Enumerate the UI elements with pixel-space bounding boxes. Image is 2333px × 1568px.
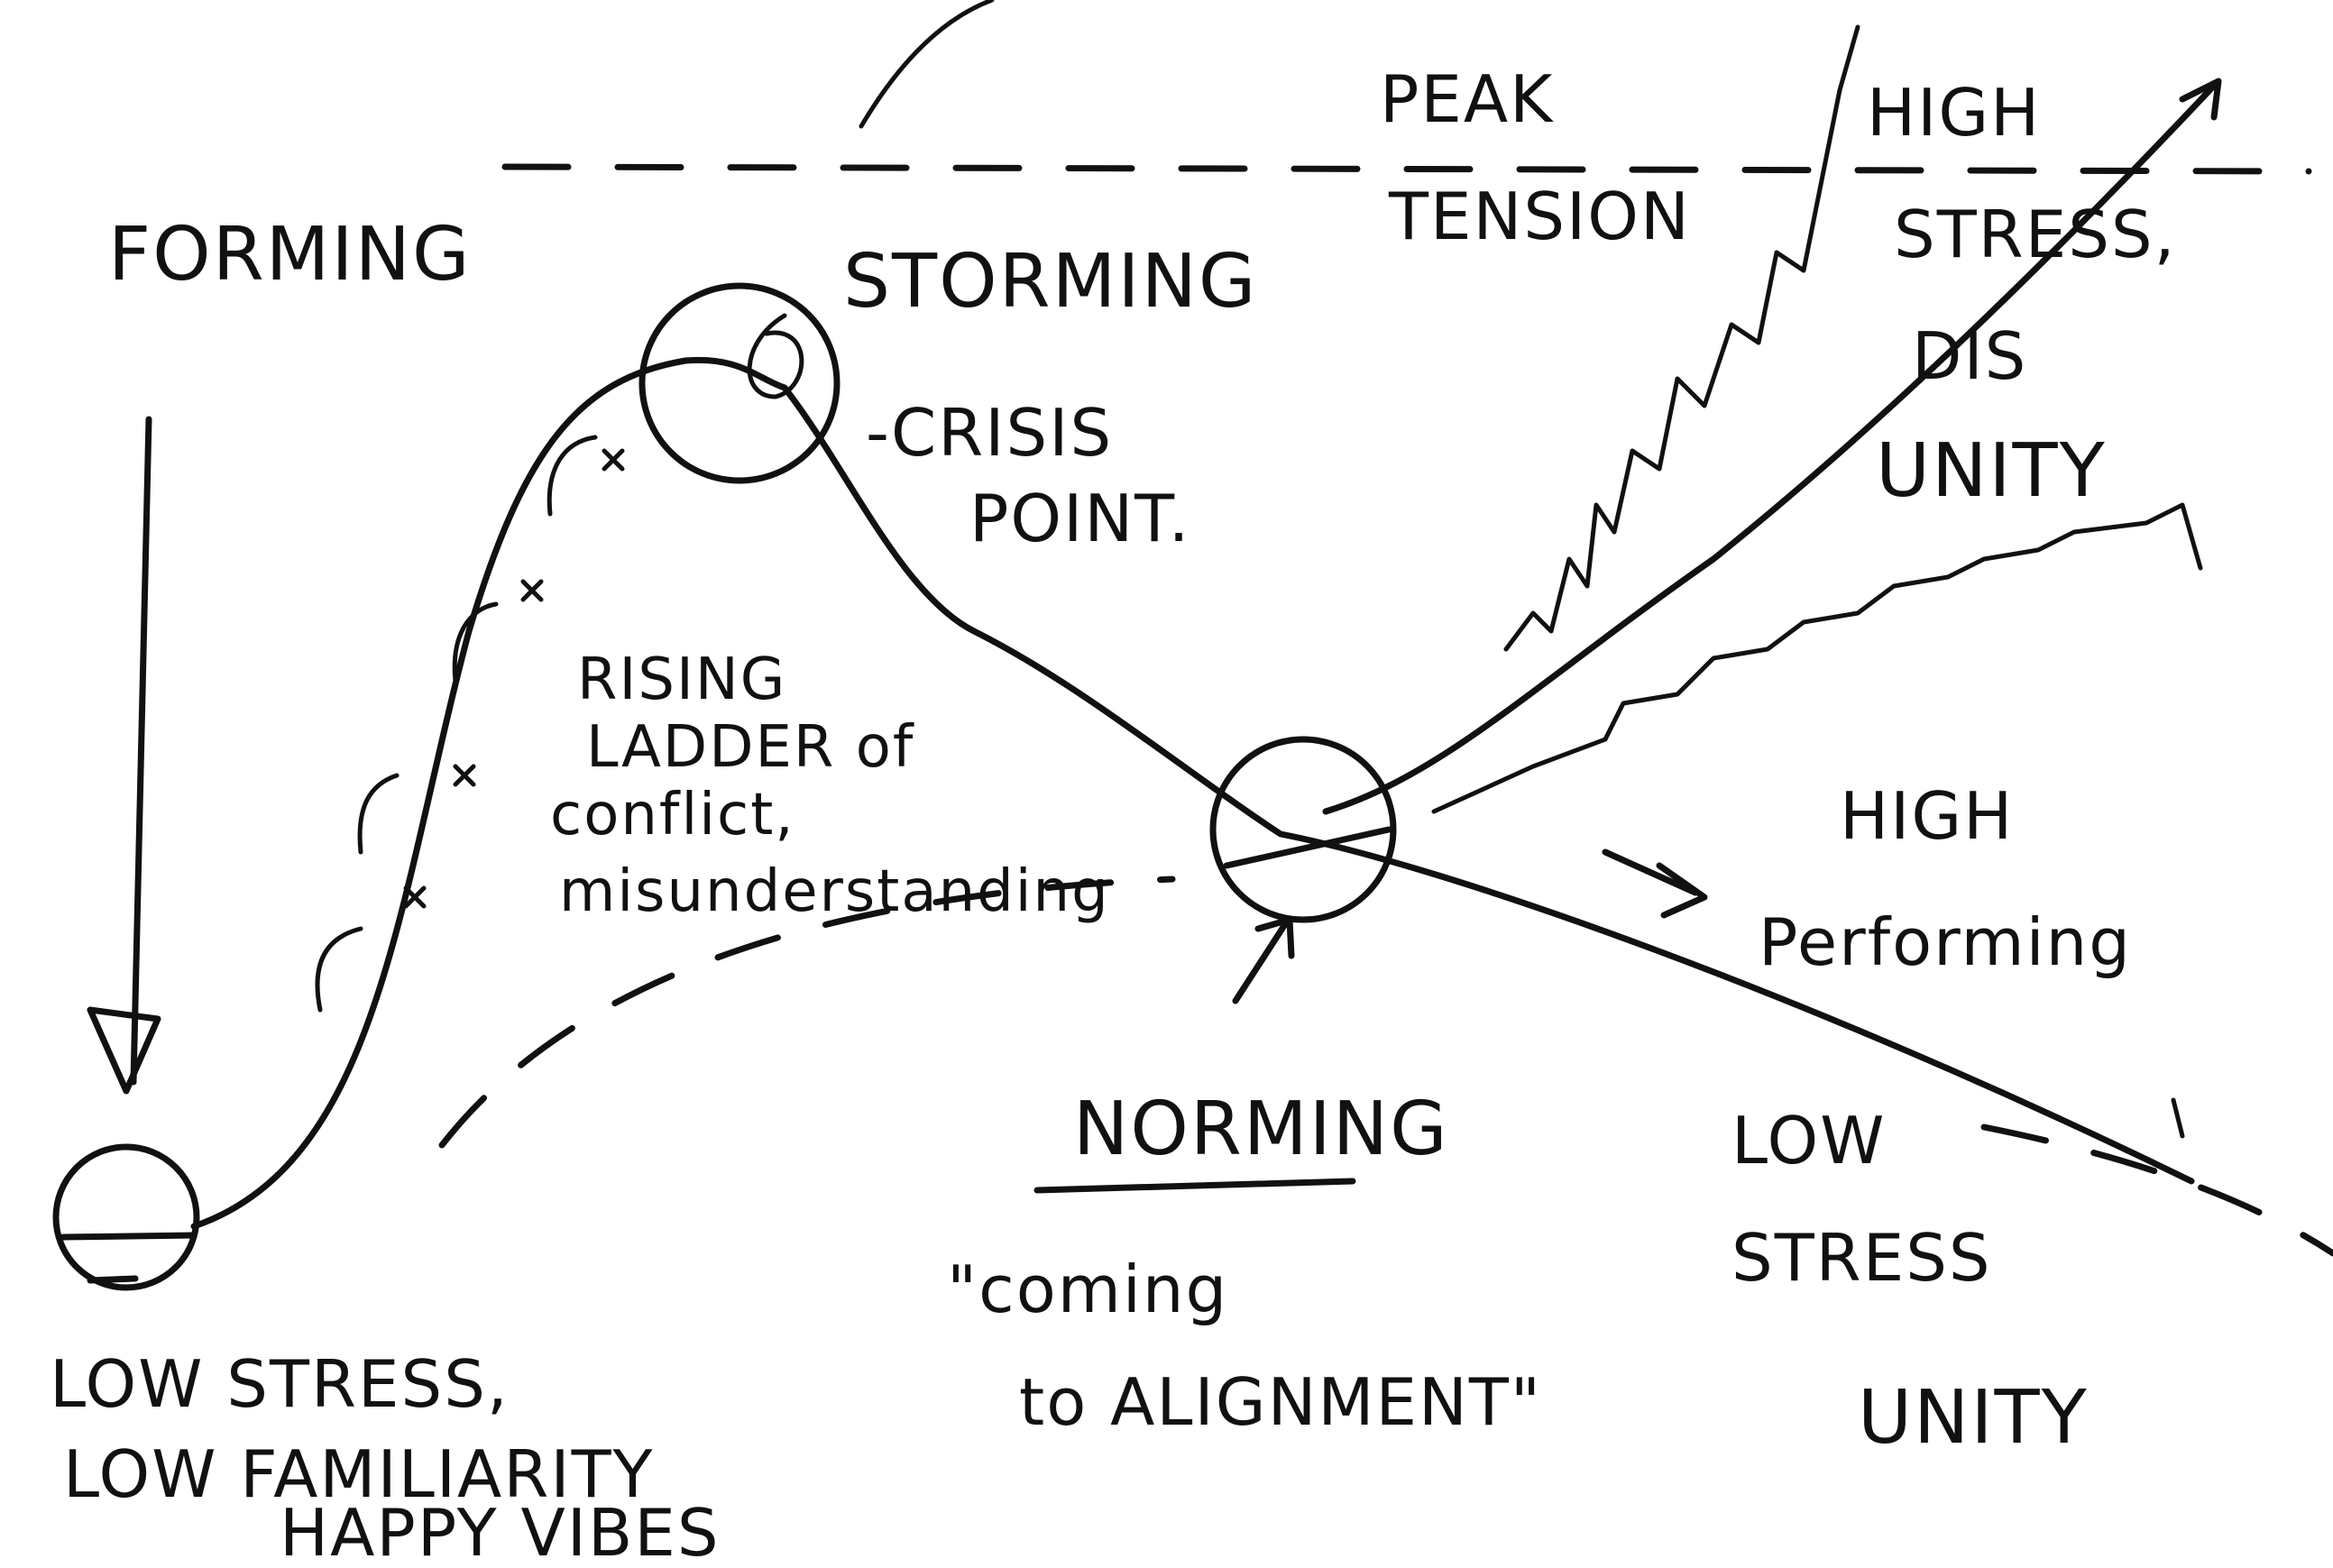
norming-arrow [1232, 921, 1289, 1004]
high-stress-label-3: DIS [1912, 318, 2027, 394]
high-stress-line [1322, 82, 2218, 815]
high-performing-arrowhead [1656, 862, 1708, 919]
ladder-rung-4 [547, 435, 598, 517]
rising-ladder-label-3: conflict, [550, 782, 795, 848]
coming-label-2: to ALIGNMENT" [1019, 1364, 1542, 1440]
storming-inner-loop [747, 313, 804, 399]
high-performing-label-2: Performing [1759, 904, 2132, 980]
tension-jagged-upper [1503, 24, 1860, 652]
right-dashed-arc [1980, 1123, 2333, 1257]
forming-arrowhead [87, 1006, 161, 1095]
ladder-rung-2 [357, 773, 400, 855]
high-stress-label-4: UNITY [1876, 428, 2107, 514]
storming-circle [638, 282, 840, 484]
top-dashed-line [501, 163, 2312, 175]
low-stress-left-label-1: LOW STRESS, [50, 1346, 510, 1422]
start-circle-line [60, 1232, 197, 1241]
lower-dashed-arc [438, 876, 1176, 1149]
low-stress-left-label-2: LOW FAMILIARITY [63, 1436, 655, 1512]
forming-label: FORMING [108, 212, 472, 298]
crisis-point-label-2: POINT. [969, 481, 1191, 556]
high-stress-label-2: STRESS, [1894, 197, 2177, 272]
crisis-point-label-1: -CRISIS [866, 395, 1113, 471]
rising-ladder-label-4: misunderstanding [559, 858, 1110, 925]
peak-tension-label-1: PEAK [1380, 61, 1554, 137]
high-performing-label-1: HIGH [1840, 778, 2014, 854]
high-performing-arrow [1602, 848, 1699, 896]
high-stress-label-1: HIGH [1867, 75, 2041, 151]
upper-arc [859, 0, 995, 129]
high-stress-arrowhead [2179, 78, 2222, 121]
ladder-marks [403, 448, 625, 909]
peak-tension-label-2: TENSION [1388, 179, 1691, 254]
coming-label-1: "coming [947, 1252, 1228, 1327]
low-stress-left-label-3: HAPPY VIBES [280, 1495, 721, 1568]
forming-arrow [130, 416, 152, 1086]
ladder-rung-3 [452, 601, 499, 683]
ladder-rung-1 [315, 926, 363, 1013]
tension-jagged-lower [1431, 502, 2203, 814]
rising-ladder-label-1: RISING [577, 646, 786, 713]
norming-label: NORMING [1073, 1087, 1449, 1172]
journey-curve [190, 356, 2195, 1230]
storming-label: STORMING [843, 239, 1257, 325]
low-stress-right-label-1: LOW [1731, 1103, 1886, 1178]
right-bracket [2171, 1097, 2185, 1139]
low-stress-right-label-2: STRESS [1731, 1220, 1992, 1296]
unity-label: UNITY [1858, 1375, 2089, 1461]
start-circle [52, 1143, 200, 1291]
norming-arrowhead [1254, 916, 1295, 959]
norming-circle [1209, 736, 1397, 923]
norming-underline [1033, 1178, 1356, 1194]
norming-cross-line [1223, 826, 1392, 869]
rising-ladder-label-2: LADDER of [586, 714, 914, 781]
start-circle-dash [87, 1275, 139, 1284]
